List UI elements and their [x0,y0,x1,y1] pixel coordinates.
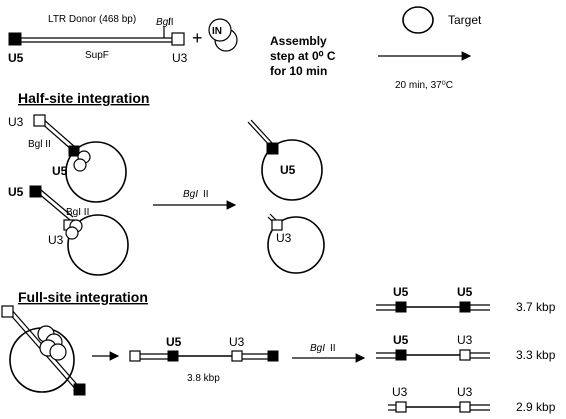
target-label: Target [448,13,482,27]
half-bgl-label-1: Bgl II [28,139,51,150]
full-u5-label: U5 [166,335,182,349]
product-1-size: 3.7 kbp [516,300,556,314]
full-site-title: Full-site integration [18,289,148,305]
half-u5-label-2: U5 [8,185,24,199]
bgl-label-suffix: II [168,17,174,28]
half-site-product-2: U3 [267,213,325,274]
product-3-right-label: U3 [457,385,473,399]
half-bgl-label-2: BgI II [66,207,89,218]
product-row-3: U3 U3 2.9 kbp [388,385,556,414]
product-3-left-label: U3 [392,385,408,399]
plus-sign: + [192,28,203,48]
product-u5-label: U5 [280,163,296,177]
u5-label: U5 [8,51,24,65]
assembly-step: Assembly step at 0⁰ C for 10 min [270,34,336,78]
condition-label: 20 min, 37⁰C [395,80,453,91]
donor-dna: LTR Donor (468 bp) Bgl II SupF U5 U3 [8,14,188,65]
product-2-right-label: U3 [457,333,473,347]
full-u3-label: U3 [229,335,245,349]
half-u3-label: U3 [8,115,24,129]
product-3-size: 2.9 kbp [516,400,556,414]
half-site-product-1: U5 [247,119,323,201]
half-site-complex-1: U3 Bgl II U5 [8,114,127,203]
in-label: IN [212,26,222,37]
assembly-line-3: for 10 min [270,64,327,78]
product-1-left-label: U5 [393,285,409,299]
product-1-right-label: U5 [457,285,473,299]
half-arrow-label: BgI [183,189,198,200]
donor-label: LTR Donor (468 bp) [48,14,136,25]
target-plasmid: Target [402,6,482,34]
half-u5-label-1: U5 [52,164,68,178]
supf-label: SupF [85,50,109,61]
integrase: IN [208,18,238,52]
product-row-2: U5 U3 3.3 kbp [376,333,556,362]
product-2-size: 3.3 kbp [516,348,556,362]
half-site-title: Half-site integration [18,90,149,106]
u3-end-box [171,32,185,46]
u5-end-box [8,32,22,46]
half-u3-label-2: U3 [48,233,64,247]
half-site-complex-2: U5 BgI II U3 [8,185,129,276]
full-arrow-label: BgI [310,343,325,354]
half-arrow-label-suffix: II [203,189,209,200]
full-site-intermediate: U5 U3 3.8 kbp [129,335,279,384]
bgl-label: Bgl [156,17,171,28]
product-row-1: U5 U5 3.7 kbp [376,285,556,314]
product-u3-label: U3 [276,231,292,245]
full-arrow-label-suffix: II [330,343,336,354]
u3-label: U3 [172,51,188,65]
product-2-left-label: U5 [393,333,409,347]
full-size-label: 3.8 kbp [187,373,220,384]
assembly-line-1: Assembly [270,34,327,48]
assembly-line-2: step at 0⁰ C [270,49,336,63]
full-site-complex [1,305,86,396]
